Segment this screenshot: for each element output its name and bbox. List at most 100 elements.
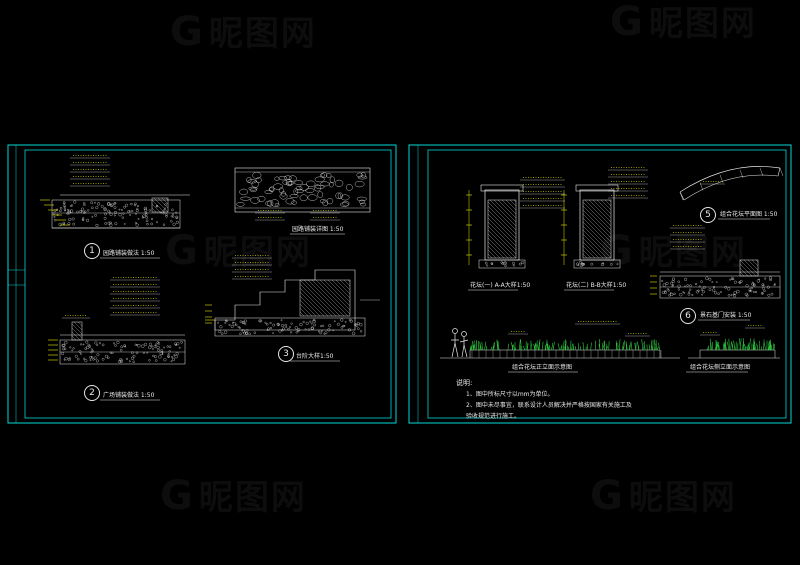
- gravel-mark: [295, 331, 298, 334]
- cobblestone: [321, 172, 328, 179]
- gravel-mark: [150, 345, 153, 348]
- cobblestone: [359, 199, 365, 204]
- gravel-mark: [130, 202, 133, 206]
- hatch-line: [501, 199, 517, 215]
- gravel-mark: [87, 209, 90, 212]
- gravel-mark: [172, 213, 174, 216]
- cobblestone: [279, 192, 288, 200]
- gravel-mark: [166, 345, 169, 348]
- gravel-mark: [281, 329, 284, 332]
- caption-curve-plan: 组合花坛平面图 1:50: [720, 211, 778, 218]
- plant-stroke: [730, 342, 732, 351]
- gravel-mark: [664, 290, 667, 293]
- gravel-mark: [733, 280, 737, 284]
- gravel-mark: [101, 343, 105, 347]
- plant-stroke: [648, 344, 651, 351]
- gravel-mark: [297, 328, 301, 332]
- gravel-mark: [677, 284, 681, 288]
- gravel-mark: [175, 211, 178, 214]
- hatch-line: [487, 205, 517, 235]
- gravel-mark: [170, 220, 173, 223]
- gravel-mark: [148, 209, 151, 212]
- plant-stroke: [560, 346, 562, 351]
- cobblestone: [278, 187, 284, 194]
- gravel-mark: [175, 352, 179, 356]
- step-foundation: [214, 317, 366, 337]
- gravel-mark: [114, 222, 118, 226]
- plant-stroke: [490, 346, 493, 351]
- hatch-line: [487, 209, 517, 239]
- gravel-mark: [272, 332, 274, 334]
- gravel-mark: [64, 357, 68, 361]
- gravel-mark: [324, 331, 328, 335]
- gravel-mark: [225, 319, 228, 322]
- gravel-mark: [66, 212, 69, 215]
- wall-section-a-hatch: [487, 199, 517, 259]
- cobblestone: [250, 197, 260, 204]
- gravel-mark: [91, 349, 94, 352]
- gravel-mark: [113, 211, 118, 215]
- gravel-mark: [96, 202, 101, 206]
- gravel-mark: [336, 322, 340, 326]
- cobblestone: [335, 192, 342, 199]
- gravel-mark: [170, 360, 173, 363]
- cobblestone: [360, 202, 367, 207]
- gravel-mark: [751, 282, 754, 286]
- plant-stroke: [571, 344, 573, 351]
- hatch-line: [739, 267, 749, 277]
- hatch-line: [299, 299, 317, 317]
- gravel-mark: [144, 208, 148, 212]
- plant-stroke: [638, 345, 640, 351]
- hatch-line: [582, 253, 588, 259]
- planter-arc-end: [777, 167, 781, 177]
- plant-stroke: [538, 339, 541, 351]
- hatch-line: [327, 279, 351, 303]
- gravel-mark: [682, 291, 685, 293]
- plant-stroke: [715, 344, 718, 351]
- gravel-mark: [764, 277, 767, 280]
- gravel-mark: [63, 208, 67, 211]
- gravel-mark: [136, 207, 139, 210]
- gravel-mark: [135, 209, 139, 213]
- gravel-mark: [691, 293, 694, 296]
- plant-stroke: [728, 338, 730, 351]
- cobblestone: [356, 172, 363, 178]
- cobblestone: [314, 176, 325, 183]
- sheet-frame-left: [7, 144, 397, 424]
- gravel-mark: [327, 328, 331, 332]
- cobblestone: [340, 194, 350, 201]
- gravel-mark: [120, 345, 123, 349]
- gravel-mark: [248, 332, 251, 335]
- hatch-line: [299, 303, 313, 317]
- sheet-inner-frame-right: [427, 149, 787, 419]
- plant-stroke: [763, 342, 766, 351]
- gravel-mark: [84, 347, 87, 350]
- gravel-mark: [521, 261, 524, 265]
- plant-stroke: [616, 342, 618, 351]
- hatch-line: [747, 259, 759, 271]
- gravel-mark: [109, 212, 113, 216]
- cobblestone: [295, 189, 304, 193]
- gravel-mark: [668, 294, 671, 297]
- cobblestone: [285, 198, 295, 205]
- plant-stroke: [773, 344, 776, 351]
- gravel-mark: [69, 346, 72, 349]
- gravel-mark: [154, 343, 158, 346]
- gravel-mark: [141, 216, 144, 219]
- gravel-mark: [769, 278, 772, 282]
- plant-stroke: [748, 342, 750, 351]
- hatch-line: [582, 241, 600, 259]
- gravel-mark: [715, 281, 718, 283]
- gravel-mark: [145, 219, 149, 223]
- gravel-mark: [733, 291, 737, 295]
- gravel-mark: [666, 288, 669, 291]
- gravel-mark: [144, 342, 147, 346]
- plant-stroke: [475, 339, 478, 351]
- caption-wall-a: 花坛(一) A-A大样1:50: [470, 282, 531, 289]
- gravel-mark: [148, 359, 151, 362]
- sheet-frame-right: [408, 144, 792, 424]
- gravel-mark: [163, 346, 165, 349]
- hatch-line: [299, 311, 305, 317]
- caption-side-elevation: 组合花坛侧立面示意图: [690, 364, 751, 371]
